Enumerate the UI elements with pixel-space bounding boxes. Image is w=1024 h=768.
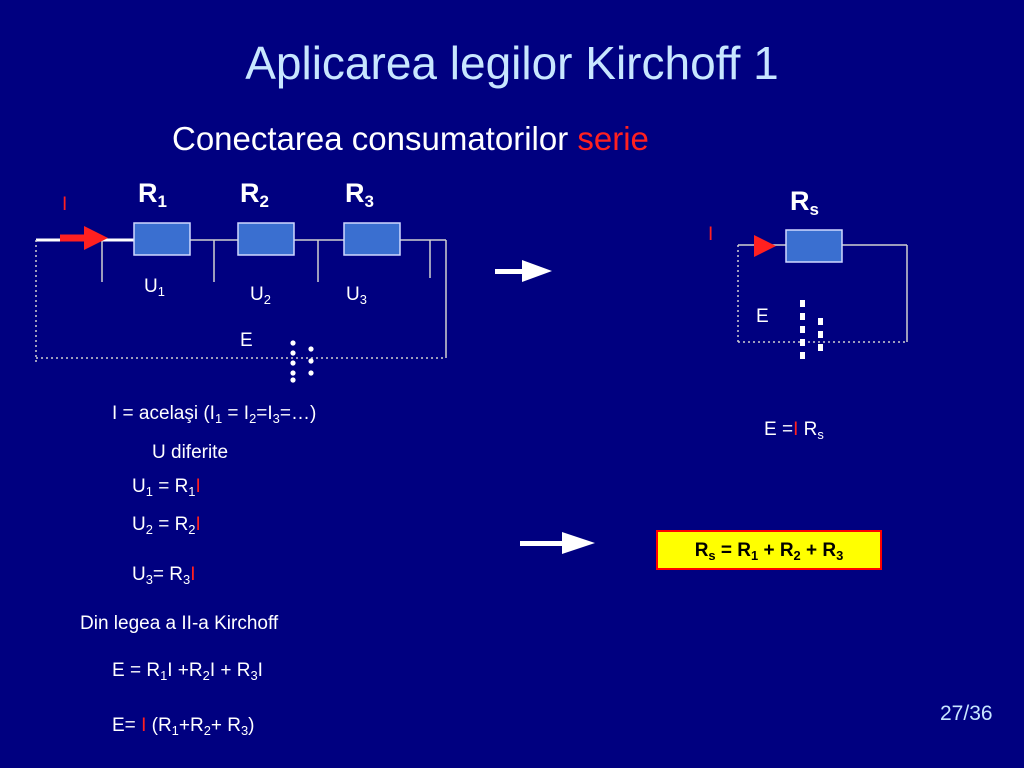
equation-e-sum: E = R1I +R2I + R3I	[112, 660, 263, 683]
voltage-label-u2: U2	[250, 284, 271, 307]
resistor-r1	[133, 222, 191, 256]
source-label-e-equivalent: E	[756, 306, 769, 327]
equation-e-equivalent: E =I Rs	[764, 419, 824, 442]
text-different-voltage: U diferite	[152, 442, 229, 463]
text-kirchoff-law: Din legea a II-a Kirchoff	[80, 613, 279, 634]
resistor-r2	[237, 222, 295, 256]
resistor-rs	[785, 229, 843, 263]
resistor-r3	[343, 222, 401, 256]
current-label-equivalent: I	[708, 224, 714, 245]
voltage-label-u1: U1	[144, 276, 165, 299]
resistor-label-r1: R1	[138, 178, 167, 212]
equation-u2: U2 = R2I	[132, 514, 201, 537]
slide-title: Aplicarea legilor Kirchoff 1	[245, 37, 779, 89]
equation-u3: U3= R3I	[132, 564, 196, 587]
equation-e-factored: E= I (R1+R2+ R3)	[112, 715, 255, 738]
slide-subtitle: Conectarea consumatorilor serie	[172, 120, 649, 158]
equation-same-current: I = acelaşi (I1 = I2=I3=…)	[112, 403, 317, 426]
battery-e-icon	[290, 340, 314, 383]
current-arrow-icon-equivalent	[754, 235, 776, 257]
resistor-label-r3: R3	[345, 178, 374, 212]
series-circuit	[35, 238, 447, 365]
result-equation-box: Rs = R1 + R2 + R3	[656, 530, 882, 570]
resistor-label-r2: R2	[240, 178, 269, 212]
current-label: I	[62, 194, 68, 215]
subtitle-highlight: serie	[577, 120, 649, 157]
source-label-e: E	[240, 330, 253, 351]
subtitle-text: Conectarea consumatorilor	[172, 120, 569, 157]
arrow-right-icon-result	[520, 532, 595, 554]
current-arrow-icon	[60, 226, 108, 250]
resistor-label-rs: Rs	[790, 186, 819, 220]
battery-e-icon-equivalent	[800, 300, 823, 359]
equation-u1: U1 = R1I	[132, 476, 201, 499]
page-number: 27/36	[940, 702, 993, 725]
voltage-label-u3: U3	[346, 284, 367, 307]
arrow-right-icon	[495, 260, 552, 282]
